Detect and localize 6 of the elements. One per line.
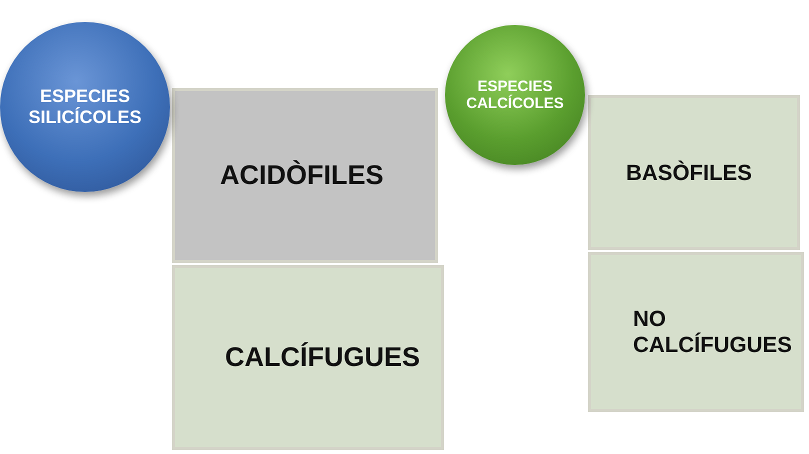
category-box: BASÒFILES — [588, 95, 800, 250]
category-circle: ESPECIES CALCÍCOLES — [445, 25, 585, 165]
category-circle: ESPECIES SILICÍCOLES — [0, 22, 170, 192]
category-box: ACIDÒFILES — [172, 88, 438, 263]
category-box: NO CALCÍFUGUES — [588, 252, 804, 412]
category-box: CALCÍFUGUES — [172, 265, 444, 450]
